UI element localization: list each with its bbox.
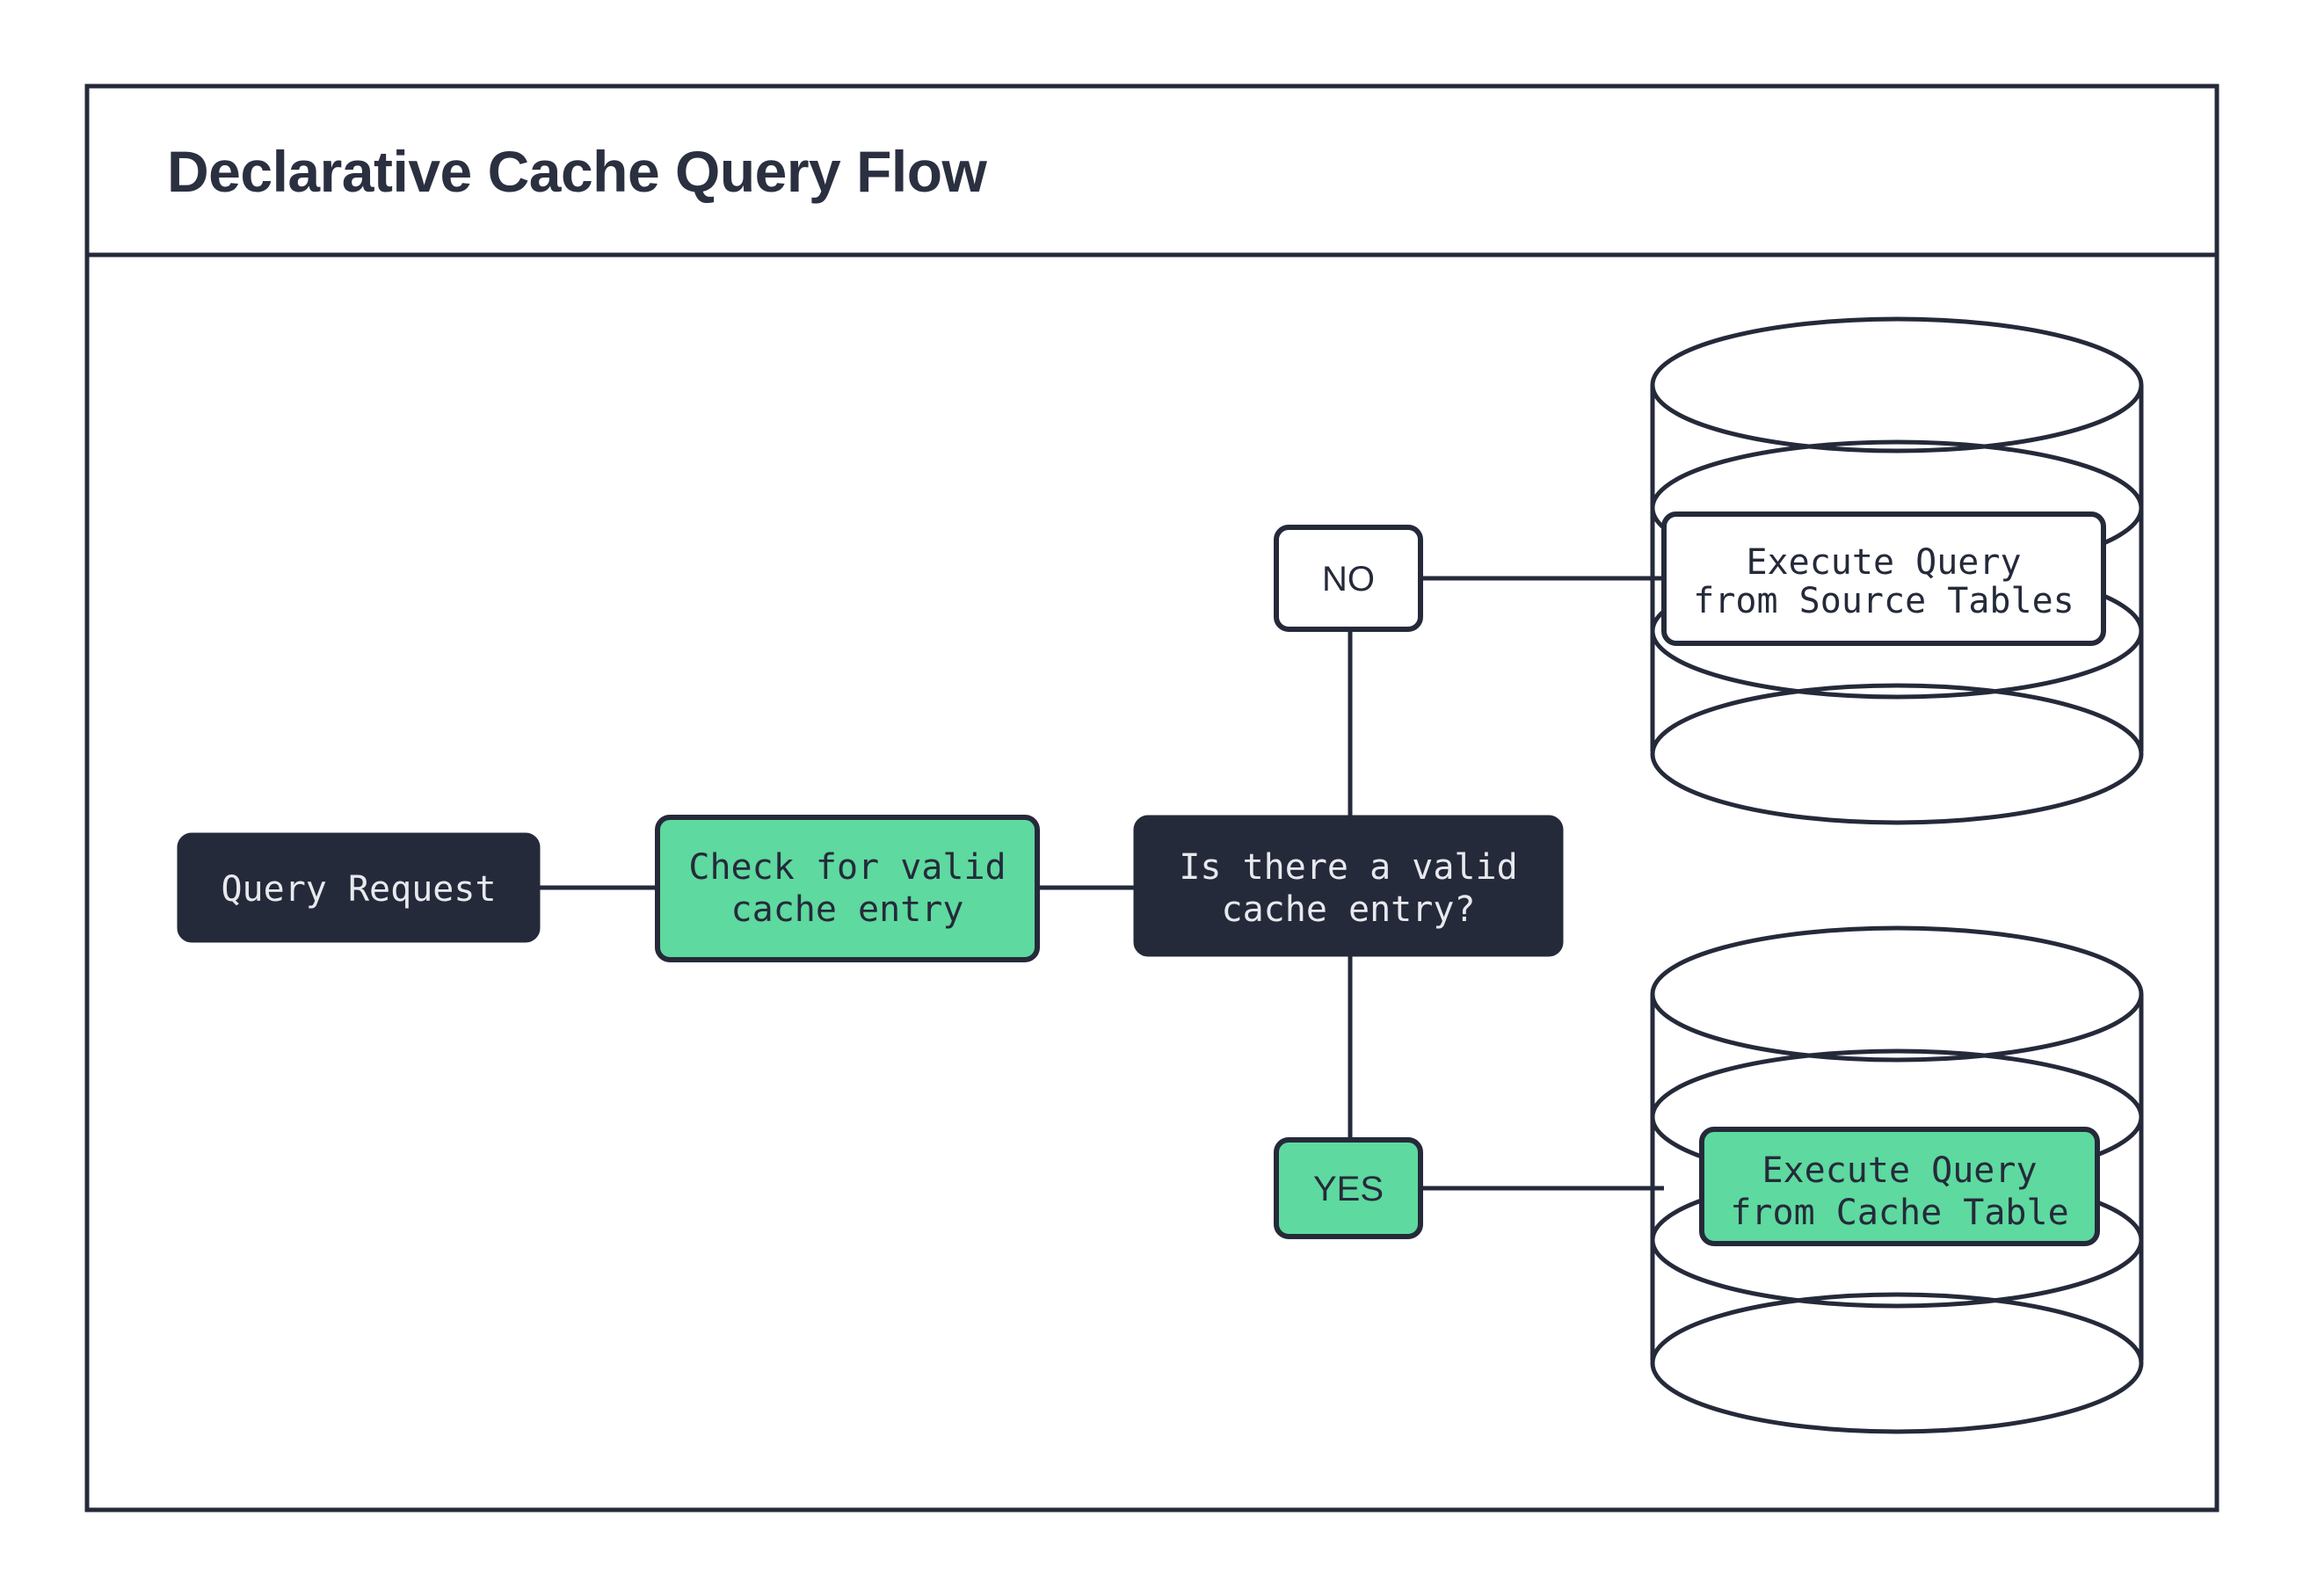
node-query-request[interactable]: Query Request — [177, 832, 541, 943]
node-check-cache[interactable]: Check for valid cache entry — [655, 815, 1040, 962]
check-cache-label-line2: cache entry — [731, 889, 964, 930]
node-decision-valid-cache[interactable]: Is there a valid cache entry? — [1133, 815, 1564, 957]
source-db-label-line2: from Source Tables — [1693, 581, 2074, 621]
cache-db-label-line2: from Cache Table — [1730, 1193, 2068, 1233]
node-source-db-label[interactable]: Execute Query from Source Tables — [1661, 511, 2106, 646]
branch-yes-label: YES — [1313, 1170, 1384, 1208]
source-db-label-line1: Execute Query — [1746, 542, 2021, 583]
cache-db-label-line1: Execute Query — [1762, 1150, 2037, 1191]
branch-label-no[interactable]: NO — [1274, 525, 1423, 632]
page-title: Declarative Cache Query Flow — [167, 139, 988, 204]
check-cache-label-line1: Check for valid — [688, 847, 1006, 888]
diagram-frame — [84, 83, 2219, 1513]
branch-label-yes[interactable]: YES — [1274, 1137, 1423, 1239]
node-cache-db-label[interactable]: Execute Query from Cache Table — [1699, 1127, 2100, 1246]
branch-no-label: NO — [1322, 560, 1375, 598]
decision-label-line1: Is there a valid — [1179, 847, 1517, 888]
decision-label-line2: cache entry? — [1222, 889, 1476, 930]
query-request-label: Query Request — [221, 869, 496, 910]
